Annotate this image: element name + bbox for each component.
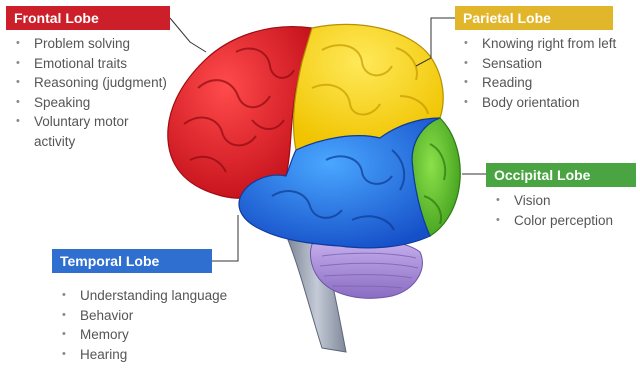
list-item: Vision: [492, 191, 613, 211]
list-item: Speaking: [12, 93, 167, 113]
occipital-lobe-label: Occipital Lobe: [486, 163, 636, 187]
temporal-lobe-list: Understanding language Behavior Memory H…: [58, 286, 227, 364]
temporal-connector-line: [212, 215, 238, 261]
list-item: Sensation: [460, 54, 616, 74]
list-item: Hearing: [58, 345, 227, 365]
list-item: Understanding language: [58, 286, 227, 306]
list-item: Reasoning (judgment): [12, 73, 167, 93]
list-item: Voluntary motor: [12, 112, 167, 132]
list-item-continuation: activity: [12, 132, 167, 152]
parietal-lobe-label: Parietal Lobe: [455, 6, 613, 30]
frontal-connector-line: [170, 18, 206, 52]
list-item: Behavior: [58, 306, 227, 326]
list-item: Problem solving: [12, 34, 167, 54]
list-item: Knowing right from left: [460, 34, 616, 54]
frontal-lobe-list: Problem solving Emotional traits Reasoni…: [12, 34, 167, 151]
list-item: Color perception: [492, 211, 613, 231]
list-item: Emotional traits: [12, 54, 167, 74]
frontal-lobe-label: Frontal Lobe: [6, 6, 170, 30]
list-item: Memory: [58, 325, 227, 345]
occipital-lobe-list: Vision Color perception: [492, 191, 613, 230]
list-item: Body orientation: [460, 93, 616, 113]
list-item: Reading: [460, 73, 616, 93]
temporal-lobe-label: Temporal Lobe: [52, 249, 212, 273]
parietal-lobe-list: Knowing right from left Sensation Readin…: [460, 34, 616, 112]
